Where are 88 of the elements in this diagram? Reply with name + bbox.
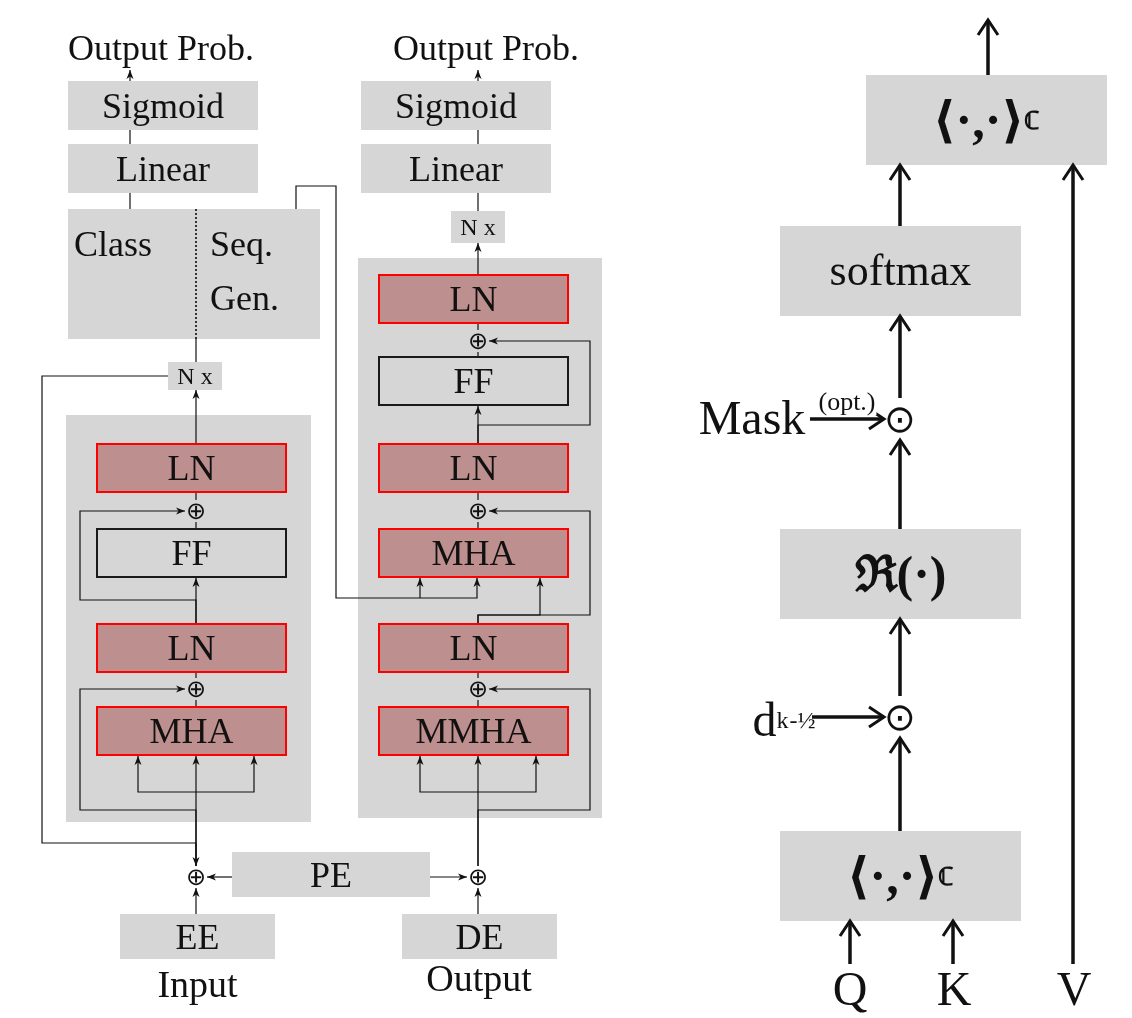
arrow (888, 438, 912, 529)
input-label: Mask (694, 390, 810, 446)
input-label: V (1046, 964, 1102, 1014)
repeat-box: N x (451, 211, 505, 243)
connector-line (477, 672, 479, 679)
connector-line (195, 699, 197, 707)
arrow (888, 736, 912, 831)
process-box: PE (232, 852, 430, 897)
norm-box: LN (96, 443, 287, 493)
arrow (474, 242, 482, 275)
arrow (295, 185, 481, 599)
arrow (941, 919, 965, 964)
arrow (477, 337, 591, 444)
edge-label: (opt.) (817, 389, 877, 415)
arrow (429, 873, 468, 881)
arrow (416, 755, 479, 793)
arrow (888, 314, 912, 398)
connector-line (477, 129, 479, 145)
operator-symbol: ⊕ (185, 866, 207, 888)
attention-box: MHA (378, 528, 569, 578)
repeat-box: N x (168, 362, 222, 390)
output-label: Output Prob. (366, 26, 606, 70)
operator-symbol: ⊕ (467, 866, 489, 888)
arrow (477, 507, 591, 624)
operator-symbol: ⊕ (467, 500, 489, 522)
connector-line (477, 351, 479, 357)
operator-symbol: ⊕ (467, 330, 489, 352)
arrow (474, 887, 482, 915)
arrow (416, 577, 424, 599)
attention-box: MMHA (378, 706, 569, 756)
arrow (888, 617, 912, 696)
norm-box: LN (378, 623, 569, 673)
connector-line (477, 699, 479, 707)
connector-line (477, 521, 479, 529)
arrow (838, 919, 862, 964)
arrow (41, 375, 200, 867)
encoder-block (66, 415, 311, 822)
operator-symbol: ⊙ (884, 398, 916, 440)
norm-box: LN (378, 443, 569, 493)
arrow (195, 755, 258, 793)
process-box: Linear (68, 144, 258, 193)
connector-line (195, 492, 197, 501)
process-box: FF (96, 528, 287, 578)
process-box: softmax (780, 226, 1021, 316)
arrow (206, 873, 233, 881)
operator-symbol: ⊕ (185, 678, 207, 700)
connector-line (477, 323, 479, 331)
arrow (474, 69, 482, 82)
norm-box: LN (96, 623, 287, 673)
connector-line (477, 192, 479, 212)
box-text: Class (73, 223, 153, 266)
arrow (976, 18, 1000, 75)
output-label: Output Prob. (46, 26, 276, 70)
connector-line (195, 521, 197, 529)
operator-symbol: ⊙ (884, 696, 916, 738)
arrow (134, 755, 197, 793)
decoder-block (358, 258, 602, 818)
arrow (126, 69, 134, 82)
connector-line (129, 192, 131, 210)
connector-line (195, 672, 197, 679)
process-box: Sigmoid (68, 81, 258, 130)
attention-box: MHA (96, 706, 287, 756)
input-label: K (926, 964, 982, 1014)
box-text: Seq. Gen. (209, 223, 280, 320)
node-label: Output (425, 956, 533, 1001)
connector-line (129, 129, 131, 145)
process-box: Sigmoid (361, 81, 551, 130)
connector-line (477, 492, 479, 501)
connector-line (195, 338, 197, 363)
embedding-box: DE (402, 914, 557, 959)
arrow (812, 705, 886, 729)
process-box: Linear (361, 144, 551, 193)
arrow (79, 507, 197, 624)
arrow (477, 755, 540, 793)
input-label: Q (822, 964, 878, 1014)
operator-symbol: ⊕ (467, 678, 489, 700)
embedding-box: EE (120, 914, 275, 959)
arrow (192, 887, 200, 915)
norm-box: LN (378, 274, 569, 324)
process-box (68, 209, 320, 339)
process-box: FF (378, 356, 569, 406)
process-box: ℜ(·) (780, 529, 1021, 619)
arrow (192, 389, 200, 444)
arrow (888, 163, 912, 226)
arrow (477, 685, 591, 867)
operator-symbol: ⊕ (185, 500, 207, 522)
arrow (1061, 163, 1085, 964)
node-label: Input (156, 962, 239, 1007)
